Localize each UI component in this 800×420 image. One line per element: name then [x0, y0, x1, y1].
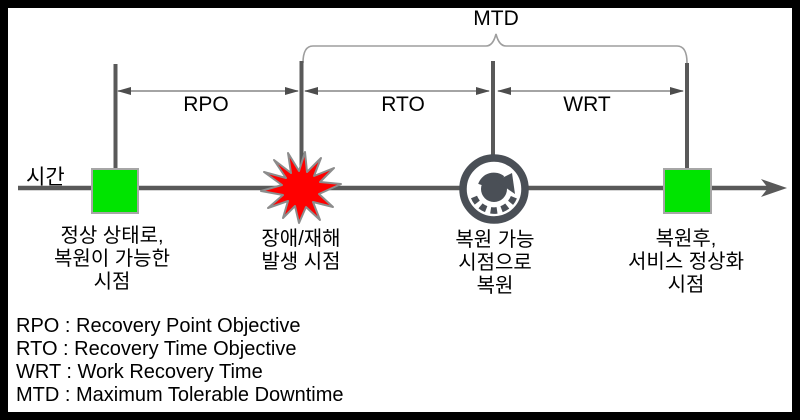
rpo-measure-arrow: [117, 87, 299, 95]
wrt-measure-arrow: [497, 87, 684, 95]
timeline-arrowhead-icon: [761, 179, 787, 197]
wrt-interval-label: WRT: [563, 93, 611, 116]
event-label-normal-state: 정상 상태로, 복원이 가능한 시점: [54, 225, 170, 293]
timeline-axis: [18, 179, 787, 197]
rpo-interval-label: RPO: [183, 93, 229, 116]
legend-line-rto: RTO : Recovery Time Objective: [16, 338, 297, 360]
mtd-interval-label: MTD: [473, 7, 519, 30]
restore-icon: [459, 154, 529, 224]
rto-measure-arrow: [304, 87, 490, 95]
mtd-bracket: [302, 33, 688, 64]
event-label-restored: 복원 가능 시점으로 복원: [455, 229, 535, 297]
legend-line-wrt: WRT : Work Recovery Time: [16, 361, 263, 383]
legend: RPO : Recovery Point Objective RTO : Rec…: [16, 315, 344, 407]
time-axis-label: 시간: [26, 166, 65, 189]
legend-line-mtd: MTD : Maximum Tolerable Downtime: [16, 384, 344, 406]
event-label-service-normal: 복원후, 서비스 정상화 시점: [628, 228, 744, 296]
green-square-marker-service-normal: [663, 168, 712, 214]
event-label-disaster: 장애/재해 발생 시점: [261, 228, 341, 273]
legend-line-rpo: RPO : Recovery Point Objective: [16, 315, 301, 337]
explosion-icon: [260, 151, 342, 224]
green-square-marker-normal-state: [91, 168, 139, 214]
rto-interval-label: RTO: [381, 93, 425, 116]
